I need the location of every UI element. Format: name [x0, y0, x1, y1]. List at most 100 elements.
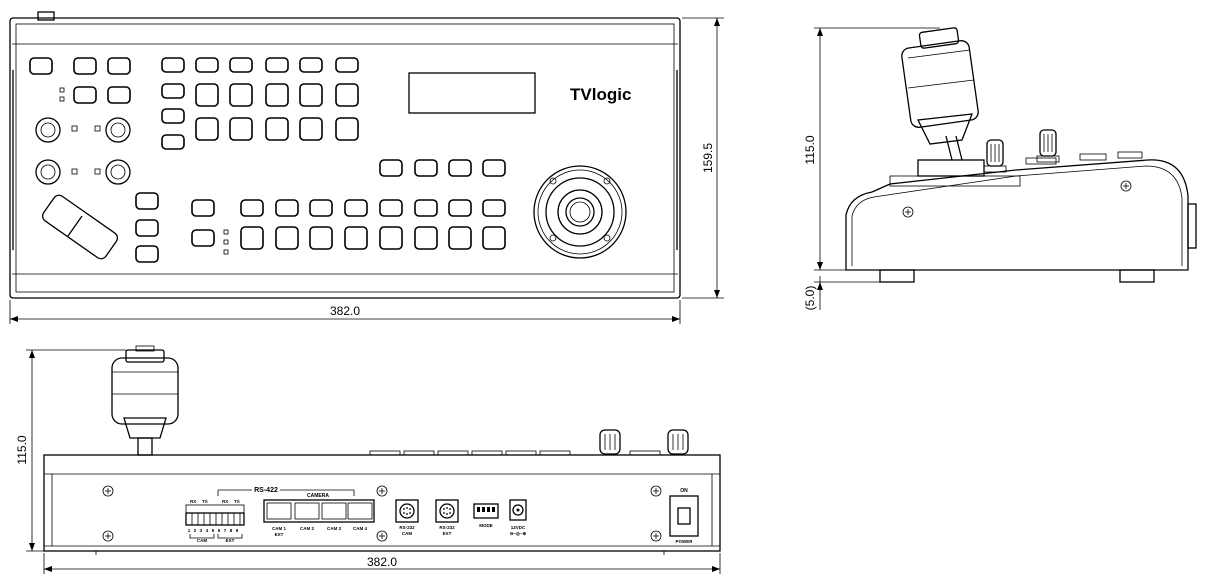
top-height-label: 159.5 [701, 143, 715, 173]
side-height-label: 115.0 [803, 135, 817, 164]
side-foot-label: (5.0) [803, 286, 817, 311]
foot [1119, 269, 1155, 283]
cam-port-sub-label: EXT [275, 532, 284, 537]
side-joystick [901, 27, 985, 177]
led [59, 87, 65, 93]
button [191, 229, 215, 247]
mode-label: MODE [479, 523, 493, 528]
rear-width-label: 382.0 [367, 555, 397, 569]
top-view: TVlogic [9, 11, 724, 324]
rs232-label: RS-232 [439, 525, 455, 530]
on-label: ON [680, 488, 688, 494]
camera-ports: CAM 1 EXT CAM 2 CAM 3 CAM 4 [263, 499, 375, 537]
square-buttons-grid [195, 83, 359, 141]
side-body-inner [851, 165, 1183, 266]
button [73, 57, 97, 75]
fader-lever [41, 194, 119, 260]
function-buttons-left-column [161, 83, 185, 150]
port-cam-2 [294, 502, 320, 520]
button [135, 192, 159, 210]
side-knob [1036, 129, 1060, 163]
rotary-knob [105, 159, 131, 185]
screw [1120, 180, 1132, 192]
led [71, 168, 78, 175]
rotary-knob [105, 117, 131, 143]
led [94, 168, 101, 175]
led [223, 249, 229, 255]
port-cam-4 [347, 502, 373, 520]
terminal-number: 4 [206, 528, 209, 533]
rear-knob [599, 429, 621, 455]
rs232-cam-label: CAM [402, 531, 412, 536]
led [223, 239, 229, 245]
button [135, 219, 159, 237]
terminal-number: 5 [212, 528, 215, 533]
button-profile [1079, 153, 1107, 161]
dc-power-jack: 12VDC ⊖–◎–⊕ [509, 499, 527, 536]
dc-polarity-symbol: ⊖–◎–⊕ [510, 531, 527, 536]
screw [902, 206, 914, 218]
button [135, 245, 159, 263]
rx-label-2: RX [222, 499, 228, 504]
preset-buttons [379, 159, 506, 177]
cam-port-label: CAM 4 [353, 526, 367, 531]
tx-label-2: TX [234, 499, 240, 504]
rear-joystick [111, 345, 179, 456]
cam-port-label: CAM 1 [272, 526, 286, 531]
rear-width-dimension [43, 553, 721, 574]
joystick-top [533, 165, 627, 259]
rear-height-label: 115.0 [15, 435, 29, 464]
mode-dip-switch: MODE [473, 503, 499, 528]
brand-logo: TVlogic [570, 85, 631, 104]
port-cam-1 [266, 502, 292, 520]
top-width-dimension [9, 300, 681, 324]
camera-select-buttons-row-1 [191, 199, 506, 217]
foot [879, 269, 915, 283]
terminal-number: 3 [200, 528, 203, 533]
top-connector [37, 11, 55, 21]
led [223, 229, 229, 235]
terminal-number: 9 [236, 528, 239, 533]
port-cam-3 [321, 502, 347, 520]
rear-button-profiles [369, 450, 661, 456]
screw [376, 485, 388, 497]
terminal-number: 8 [230, 528, 233, 533]
button [107, 57, 131, 75]
side-body-outline [845, 159, 1189, 271]
ext-group-label: EXT [226, 538, 235, 543]
rotary-knob [35, 159, 61, 185]
side-knob [983, 139, 1007, 173]
rs232-ext-port: RS-232 EXT [435, 499, 459, 536]
side-height-dimension [814, 27, 940, 310]
led [59, 96, 65, 102]
terminal-number: 6 [218, 528, 221, 533]
side-connector [1187, 203, 1197, 249]
lcd-display [408, 72, 536, 114]
joystick-base [917, 159, 985, 177]
button-profile [1117, 151, 1143, 159]
terminal-number: 7 [224, 528, 227, 533]
screw [650, 530, 662, 542]
function-buttons-row-1 [161, 57, 359, 73]
button-profile [1025, 157, 1057, 165]
led [71, 125, 78, 132]
rs232-ext-label: EXT [443, 531, 452, 536]
screw [650, 485, 662, 497]
top-width-label: 382.0 [330, 304, 360, 318]
button [29, 57, 53, 75]
button [107, 86, 131, 104]
rx-label: RX [190, 499, 196, 504]
cam-port-label: CAM 2 [300, 526, 314, 531]
button [73, 86, 97, 104]
dc-label: 12VDC [511, 525, 526, 530]
tx-label: TX [202, 499, 208, 504]
cam-port-label: CAM 3 [327, 526, 341, 531]
rear-knob [667, 429, 689, 455]
screw [102, 530, 114, 542]
power-switch: ON POWER [669, 488, 699, 544]
rs232-cam-port: RS-232 CAM [395, 499, 419, 536]
